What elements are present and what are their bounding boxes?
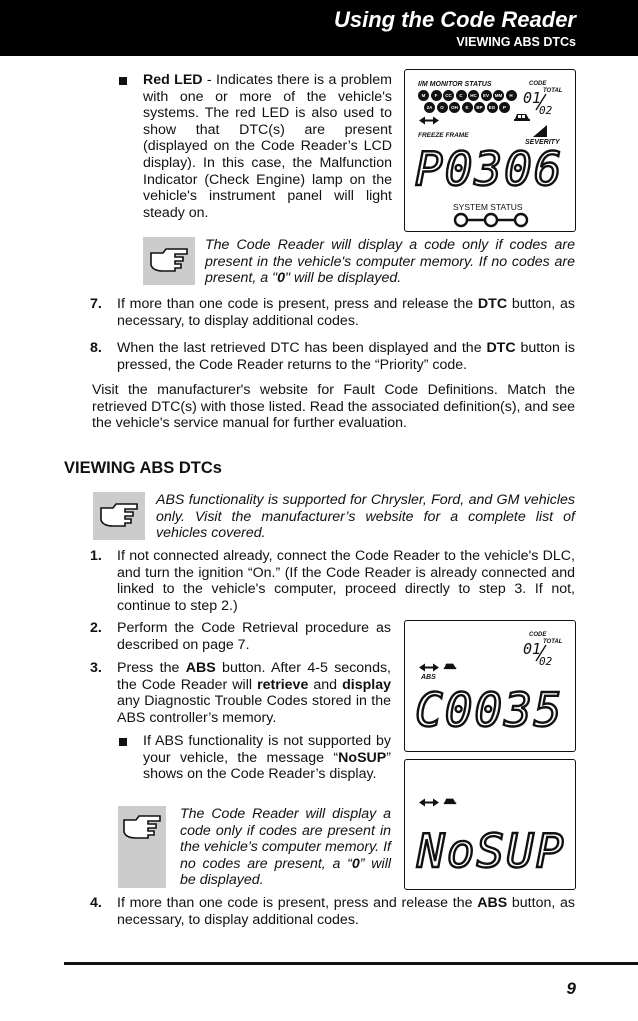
car-icon bbox=[514, 114, 530, 121]
page-header: Using the Code Reader VIEWING ABS DTCs bbox=[0, 0, 638, 56]
abs-functionality-note: ABS functionality is supported for Chrys… bbox=[156, 492, 575, 542]
total-number: 02 bbox=[539, 104, 553, 117]
severity-bars-icon bbox=[533, 125, 547, 137]
code-number: 01 bbox=[523, 640, 542, 658]
link-arrows-icon bbox=[419, 798, 439, 807]
monitor-icon: EG bbox=[486, 102, 498, 113]
monitor-icon: E bbox=[461, 102, 473, 113]
abs-step-2-number: 2. bbox=[90, 620, 102, 636]
note-hand-icon bbox=[93, 492, 145, 540]
link-arrows-icon bbox=[419, 663, 439, 672]
step-7-text: If more than one code is present, press … bbox=[117, 296, 575, 329]
monitor-icon: O bbox=[436, 102, 448, 113]
visit-website-paragraph: Visit the manufacturer's website for Fau… bbox=[92, 382, 575, 432]
monitor-icon: MM bbox=[493, 90, 504, 101]
monitor-icon: H bbox=[505, 90, 517, 101]
red-led-term: Red LED bbox=[143, 72, 203, 88]
footer-rule bbox=[64, 962, 638, 965]
monitor-icon: F bbox=[430, 90, 442, 101]
im-monitor-status-label: I/M MONITOR STATUS bbox=[418, 81, 492, 88]
dtc-code: C0035 bbox=[414, 683, 564, 737]
code-label: CODE bbox=[529, 81, 547, 87]
monitor-icon: OH bbox=[449, 102, 460, 113]
slash-icon bbox=[535, 644, 547, 662]
abs-step-4-number: 4. bbox=[90, 895, 102, 911]
step-8-number: 8. bbox=[90, 340, 102, 356]
status-leds-icon bbox=[453, 212, 529, 228]
step-7-number: 7. bbox=[90, 296, 102, 312]
abs-step-2-text: Perform the Code Retrieval procedure as … bbox=[117, 620, 391, 653]
abs-step-1-text: If not connected already, connect the Co… bbox=[117, 548, 575, 614]
system-status-label: SYSTEM STATUS bbox=[453, 202, 523, 212]
monitor-icon: CC bbox=[443, 90, 454, 101]
abs-indicator-label: ABS bbox=[421, 674, 436, 681]
page-number: 9 bbox=[566, 979, 576, 998]
monitor-icon: HC bbox=[468, 90, 479, 101]
page-subtitle: VIEWING ABS DTCs bbox=[456, 35, 576, 49]
freeze-frame-label: FREEZE FRAME bbox=[418, 132, 469, 139]
step-8-text: When the last retrieved DTC has been dis… bbox=[117, 340, 575, 373]
section-heading: VIEWING ABS DTCs bbox=[64, 459, 222, 477]
lcd-display-c0035: CODE TOTAL 01 02 ABS C0035 bbox=[404, 620, 576, 752]
bullet-marker bbox=[119, 738, 127, 746]
abs-step-1-number: 1. bbox=[90, 548, 102, 564]
nosup-bullet-text: If ABS functionality is not supported by… bbox=[143, 733, 391, 783]
nosup-message: NoSUP bbox=[416, 824, 566, 878]
car-icon bbox=[443, 663, 457, 670]
monitor-icon: BP bbox=[474, 102, 485, 113]
car-icon bbox=[443, 798, 457, 805]
slash-icon bbox=[535, 93, 547, 111]
note-hand-icon bbox=[143, 237, 195, 285]
code-label: CODE bbox=[529, 632, 547, 638]
total-number: 02 bbox=[539, 655, 553, 668]
total-label: TOTAL bbox=[543, 639, 563, 645]
dtc-code: P0306 bbox=[414, 142, 564, 196]
monitor-icon: M bbox=[418, 90, 429, 101]
abs-step-3-text: Press the ABS button. After 4-5 seconds,… bbox=[117, 660, 391, 726]
abs-step-4-text: If more than one code is present, press … bbox=[117, 895, 575, 928]
bullet-marker bbox=[119, 77, 127, 85]
note-codes-present: The Code Reader will display a code only… bbox=[205, 237, 575, 287]
note-hand-icon bbox=[118, 806, 166, 888]
monitor-icon: EV bbox=[480, 90, 492, 101]
link-arrows-icon bbox=[419, 116, 439, 125]
severity-label: SEVERITY bbox=[525, 139, 560, 146]
lcd-display-nosup: NoSUP bbox=[404, 759, 576, 890]
monitor-icon: 2A bbox=[424, 102, 435, 113]
monitor-icon: C bbox=[455, 90, 467, 101]
page-title: Using the Code Reader bbox=[333, 7, 576, 32]
code-number: 01 bbox=[523, 89, 542, 107]
monitor-icon: P bbox=[499, 102, 510, 113]
red-led-paragraph: Red LED - Indicates there is a problem w… bbox=[143, 72, 392, 221]
abs-step-3-number: 3. bbox=[90, 660, 102, 676]
total-label: TOTAL bbox=[543, 88, 563, 94]
abs-note-codes-present: The Code Reader will display a code only… bbox=[180, 806, 391, 889]
